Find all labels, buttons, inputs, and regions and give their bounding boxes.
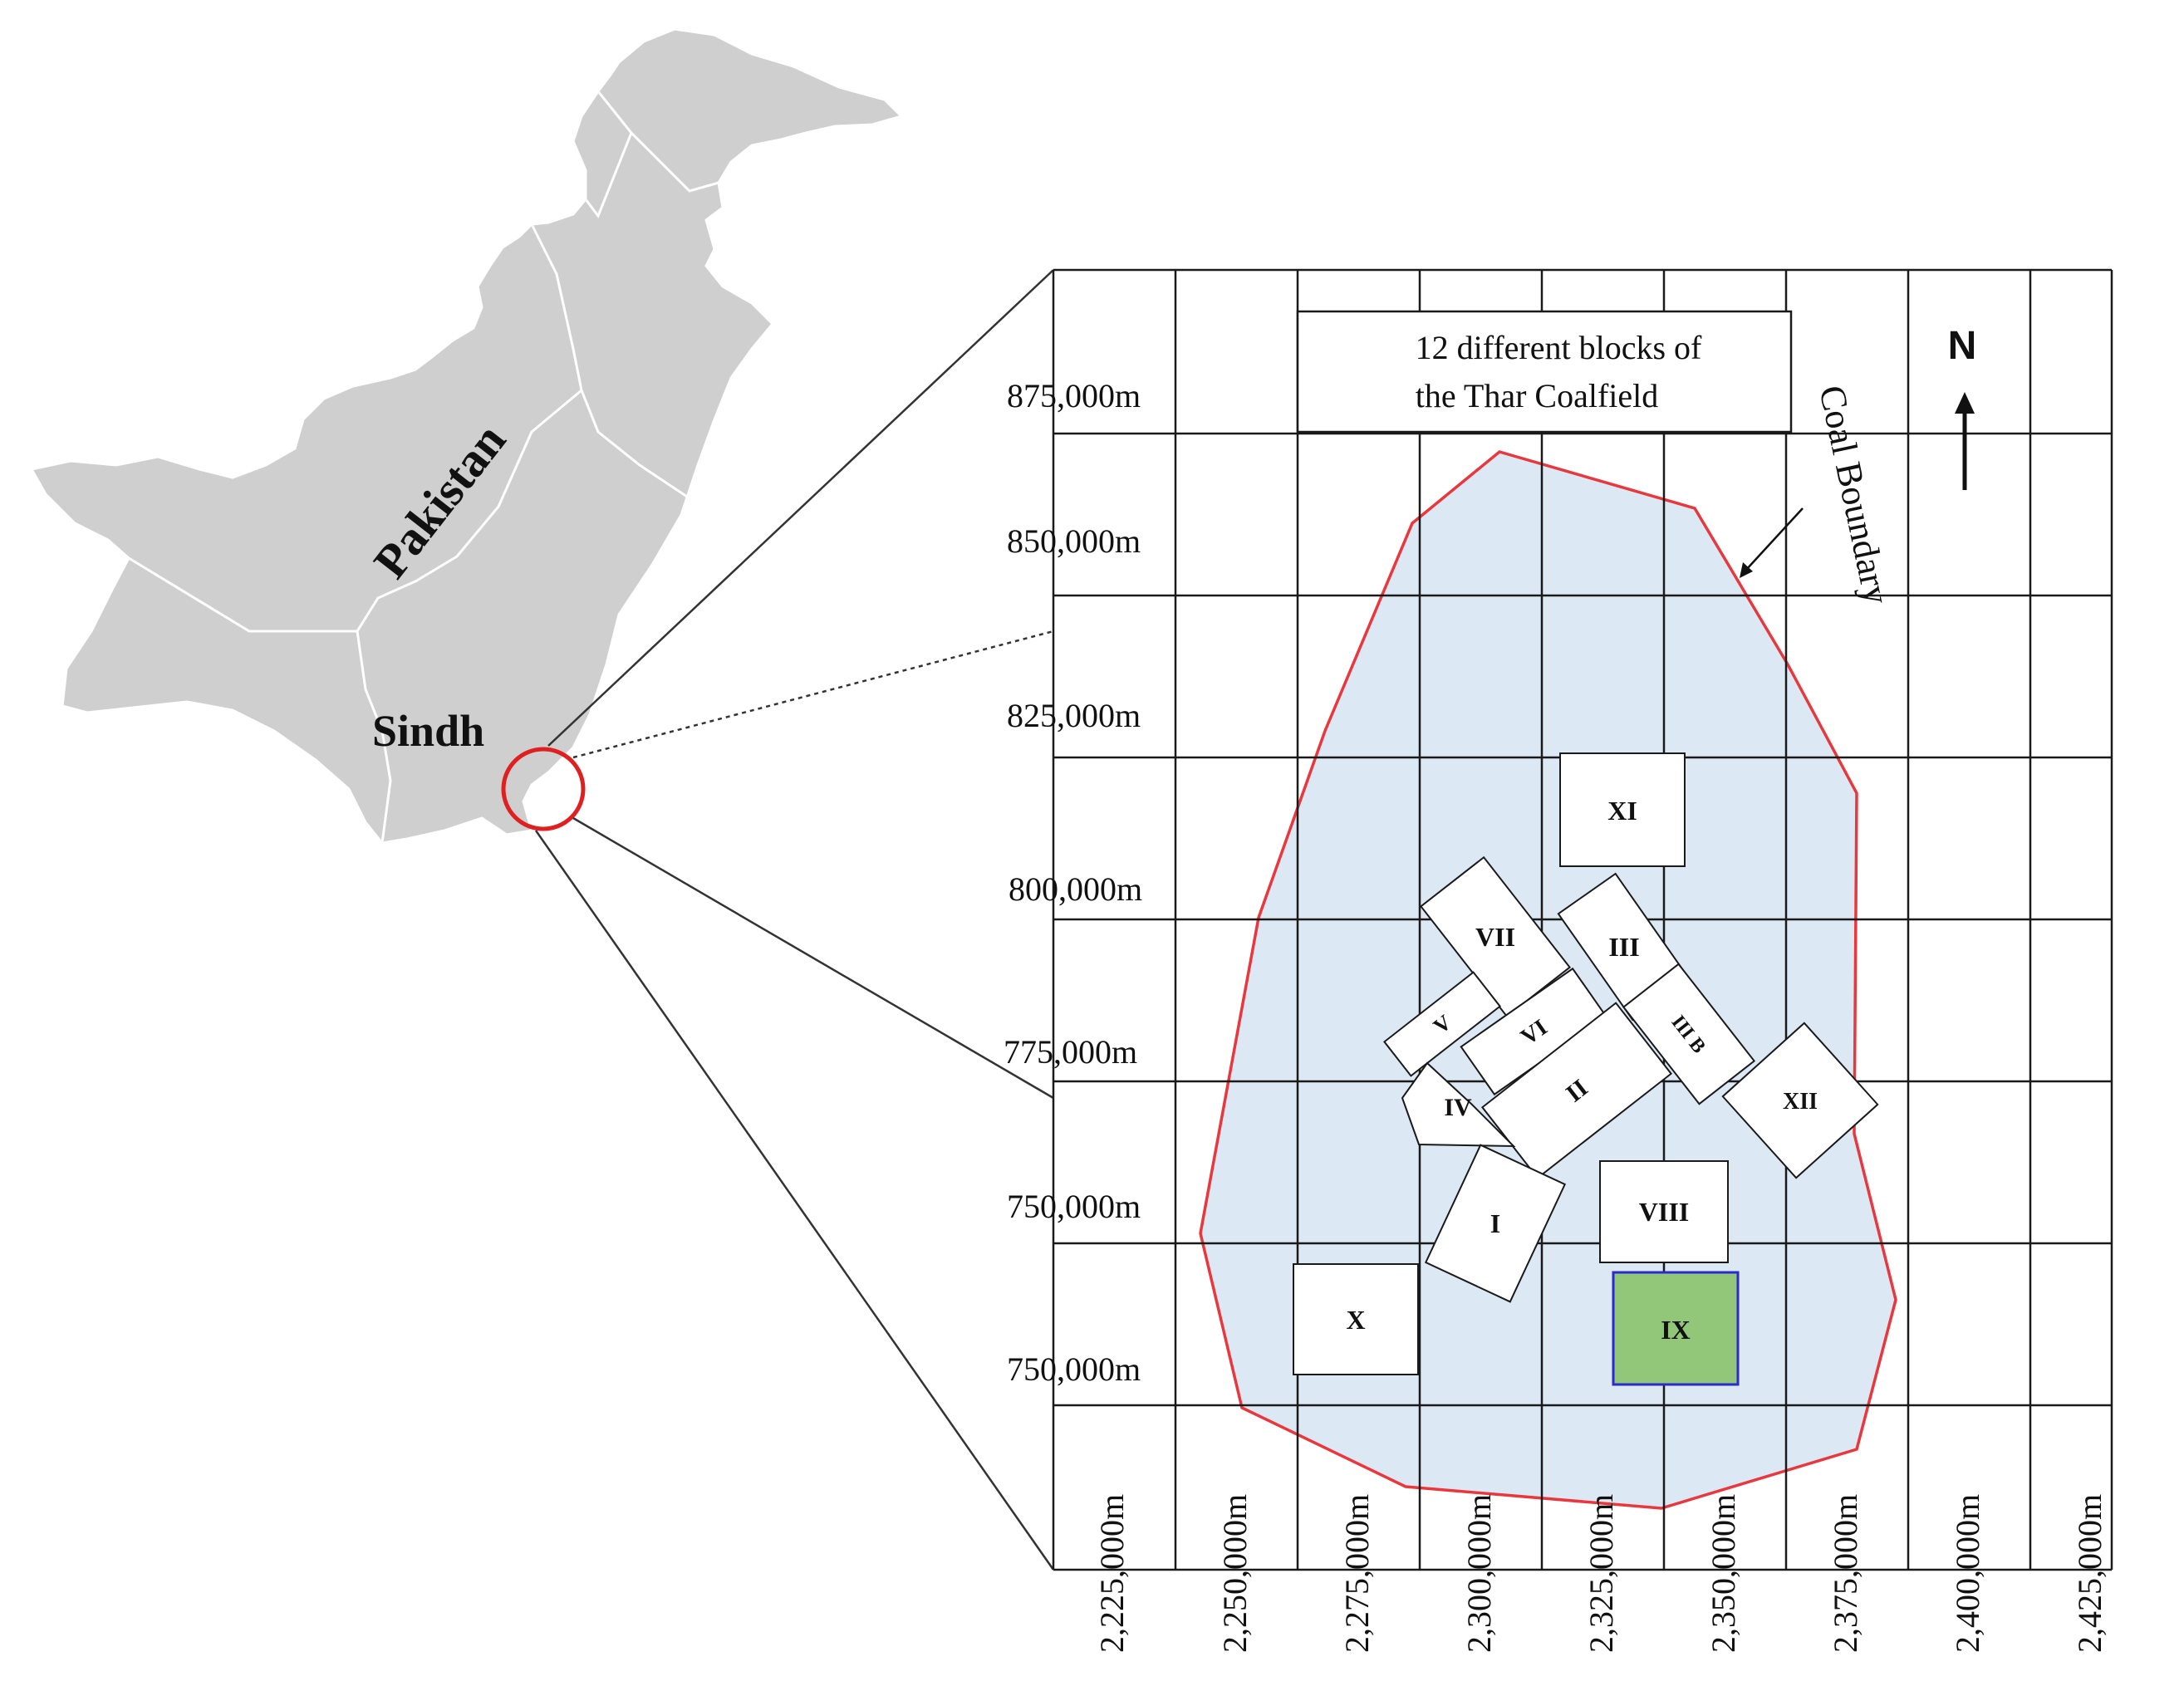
study-area-circle [501,747,586,831]
x-label-7: 2,400,000m [1949,1494,1986,1653]
block-iii-label: III [1608,932,1639,962]
block-iv: IV [1401,1061,1516,1148]
block-viii-label: VIII [1639,1197,1689,1227]
province-boundaries [128,91,719,844]
block-i-label: I [1490,1208,1500,1238]
connector-line-bottom [534,830,1055,1571]
block-xii-label: XII [1783,1089,1818,1115]
connector-line-top [547,269,1054,747]
pakistan-locator-map: Pakistan Sindh [29,27,904,845]
y-label-1: 850,000m [1007,522,1141,560]
y-axis-labels: 875,000m 850,000m 825,000m 800,000m 775,… [1004,377,1142,1388]
x-label-4: 2,325,000m [1583,1494,1620,1653]
block-iv-label: IV [1444,1094,1472,1121]
pakistan-outline [29,27,904,845]
block-x: X [1293,1263,1419,1375]
y-label-2: 825,000m [1007,697,1141,734]
connector-line-middle [572,816,1054,1100]
block-vii-label: VII [1475,922,1515,952]
block-x-label: X [1346,1305,1365,1335]
north-arrow: N [1948,324,1977,490]
boundary-pointer-line [1745,507,1804,571]
block-v: V [1383,971,1501,1077]
block-xi: XI [1559,752,1686,867]
y-label-3: 800,000m [1009,870,1142,908]
block-viii: VIII [1599,1160,1729,1263]
block-i: I [1424,1144,1567,1303]
coordinate-grid [1052,268,2113,1571]
coalfield-map: 12 different blocks of the Thar Coalfiel… [1004,268,2113,1653]
x-label-6: 2,375,000m [1827,1494,1864,1653]
y-label-0: 875,000m [1007,377,1141,414]
north-label: N [1948,324,1977,368]
map-title-line1: 12 different blocks of [1416,329,1702,366]
y-label-6: 750,000m [1007,1350,1141,1388]
x-axis-labels: 2,225,000m 2,250,000m 2,275,000m 2,300,0… [1093,1494,2108,1653]
y-label-5: 750,000m [1007,1188,1141,1225]
x-label-0: 2,225,000m [1093,1494,1131,1653]
connector-line-dotted [572,630,1054,759]
block-vii: VII [1420,855,1571,1018]
x-label-8: 2,425,000m [2071,1494,2108,1653]
y-label-4: 775,000m [1004,1033,1137,1071]
block-xi-label: XI [1607,796,1637,826]
coal-blocks: XI VII III III B V VI [1293,752,1879,1386]
x-label-3: 2,300,000m [1460,1494,1498,1653]
block-xii: XII [1721,1022,1879,1179]
province-label: Sindh [372,706,484,756]
block-ix-label: IX [1661,1315,1691,1345]
x-label-2: 2,275,000m [1338,1494,1376,1653]
boundary-pointer-arrowhead-icon [1740,562,1753,578]
x-label-5: 2,350,000m [1705,1494,1742,1653]
north-arrow-head-icon [1955,392,1975,414]
coal-boundary-label: Coal Boundary [1811,382,1897,608]
zoom-connector-lines [534,269,1055,1571]
block-iii-b: III B [1622,963,1756,1105]
x-label-1: 2,250,000m [1216,1494,1254,1653]
block-ix-highlighted: IX [1612,1271,1740,1386]
map-title-box: 12 different blocks of the Thar Coalfiel… [1296,310,1793,434]
map-title-line2: the Thar Coalfield [1416,377,1659,414]
